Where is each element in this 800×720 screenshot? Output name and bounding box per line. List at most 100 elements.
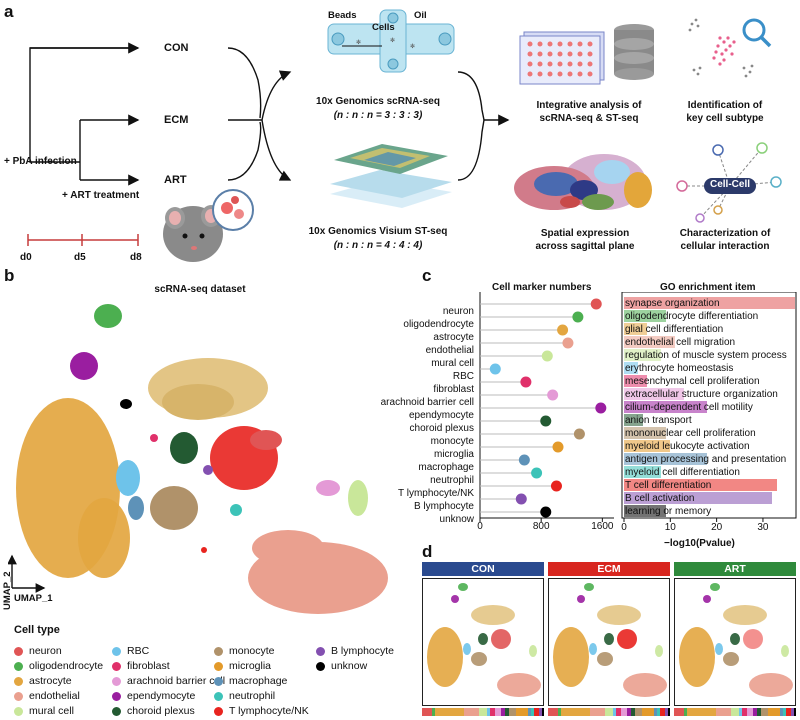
- umap-cluster: [597, 652, 613, 666]
- st-method-ratio: (n : n : n = 4 : 4 : 4): [333, 240, 423, 251]
- legend-label: macrophage: [229, 675, 288, 687]
- integrative-analysis-icon: [519, 24, 654, 85]
- composition-segment: [630, 708, 635, 716]
- marker-category-label: oligodendrocyte: [403, 319, 474, 330]
- umap-cluster: [478, 633, 488, 645]
- legend-item: choroid plexus: [112, 705, 195, 717]
- legend-label: monocyte: [229, 645, 275, 657]
- legend-swatch: [14, 691, 23, 701]
- marker-point: [572, 311, 584, 323]
- go-x-tick-label: 0: [621, 522, 627, 530]
- condition-composition-strip: [674, 708, 796, 716]
- marker-point: [573, 428, 585, 440]
- legend-label: mural cell: [29, 705, 74, 717]
- marker-category-label: neuron: [442, 306, 474, 317]
- composition-segment: [665, 708, 669, 716]
- timeline-d8: d8: [130, 252, 142, 263]
- go-bar: [624, 479, 777, 491]
- legend-swatch: [214, 661, 223, 671]
- legend-swatch: [316, 661, 325, 671]
- umap-cluster: [723, 652, 739, 666]
- umap-cluster: [730, 633, 740, 645]
- umap-cluster: [463, 643, 471, 655]
- condition-umap-thumbnail: [427, 583, 541, 697]
- output-integrative-line2: scRNA-seq & ST-seq: [539, 113, 639, 124]
- marker-chart-title: Cell marker numbers: [492, 282, 592, 293]
- go-term-label: anion transport: [625, 415, 692, 426]
- legend-item: T lymphocyte/NK: [214, 705, 309, 717]
- go-row: cilium-dependent cell motility: [624, 401, 753, 414]
- composition-segment: [516, 708, 528, 716]
- marker-category-label: microglia: [433, 449, 474, 460]
- go-x-tick-label: 20: [711, 522, 723, 530]
- go-bar: [624, 453, 708, 465]
- go-row: extracellular structure organization: [624, 388, 778, 401]
- composition-segment: [539, 708, 543, 716]
- composition-segment: [753, 708, 757, 716]
- composition-segment: [621, 708, 628, 716]
- scrna-method-ratio: (n : n : n = 3 : 3 : 3): [333, 110, 423, 121]
- marker-category-label: T lymphocyte/NK: [398, 488, 474, 499]
- composition-segment: [782, 708, 786, 716]
- cell-interaction-icon: [676, 142, 782, 223]
- go-term-label: myeloid leukocyte activation: [625, 441, 750, 452]
- legend-swatch: [112, 646, 121, 656]
- output-key-cell-line2: key cell subtype: [686, 113, 764, 124]
- group-art: ART: [164, 174, 187, 186]
- composition-segment: [486, 708, 490, 716]
- condition-umap-box: [422, 578, 544, 706]
- go-x-tick-label: 30: [757, 522, 769, 530]
- marker-point: [562, 337, 574, 349]
- timeline-d0: d0: [20, 252, 32, 263]
- sagittal-brain-icon: [514, 154, 652, 210]
- art-treatment-label: + ART treatment: [62, 190, 140, 201]
- composition-segment: [504, 708, 509, 716]
- legend-item: astrocyte: [14, 675, 72, 687]
- composition-segment: [533, 708, 540, 716]
- composition-segment: [501, 708, 505, 716]
- legend-label: RBC: [127, 645, 150, 657]
- go-bar: [624, 323, 648, 335]
- go-term-label: synapse organization: [625, 298, 720, 309]
- legend-item: RBC: [112, 645, 149, 657]
- legend-swatch: [214, 706, 223, 716]
- composition-segment: [489, 708, 496, 716]
- composition-segment: [747, 708, 754, 716]
- legend-item: neuron: [14, 645, 62, 657]
- condition-composition-strip: [548, 708, 670, 716]
- chip-label-cells: Cells: [372, 22, 395, 33]
- composition-segment: [479, 708, 487, 716]
- go-row: oligodendrocyte differentiation: [624, 310, 758, 323]
- legend-swatch: [14, 661, 23, 671]
- marker-point: [489, 363, 501, 375]
- condition-umap-box: [674, 578, 796, 706]
- go-row: glial cell differentiation: [624, 323, 723, 336]
- legend-label: oligodendrocyte: [29, 660, 104, 672]
- composition-segment: [634, 708, 643, 716]
- marker-category-label: mural cell: [431, 358, 474, 369]
- composition-segment: [435, 708, 464, 716]
- composition-segment: [557, 708, 562, 716]
- legend-label: microglia: [229, 660, 272, 672]
- go-bar: [624, 362, 638, 374]
- go-row: erythrocyte homeostasis: [624, 362, 733, 375]
- composition-segment: [659, 708, 666, 716]
- marker-x-tick-label: 0: [477, 521, 483, 530]
- composition-segment: [495, 708, 502, 716]
- umap-cluster: [553, 627, 589, 687]
- condition-composition-strip: [422, 708, 544, 716]
- composition-segment: [715, 708, 732, 716]
- umap-cluster: [471, 605, 515, 625]
- composition-segment: [760, 708, 769, 716]
- legend-item: fibroblast: [112, 660, 170, 672]
- go-term-label: mononuclear cell proliferation: [625, 428, 756, 439]
- marker-point: [540, 506, 552, 518]
- legend-label: T lymphocyte/NK: [229, 705, 309, 717]
- marker-point: [520, 376, 532, 388]
- umap-cluster: [589, 643, 597, 655]
- marker-point: [541, 350, 553, 362]
- marker-category-label: unknow: [439, 514, 474, 525]
- legend-label: ependymocyte: [127, 690, 196, 702]
- output-interaction-line1: Characterization of: [679, 228, 771, 239]
